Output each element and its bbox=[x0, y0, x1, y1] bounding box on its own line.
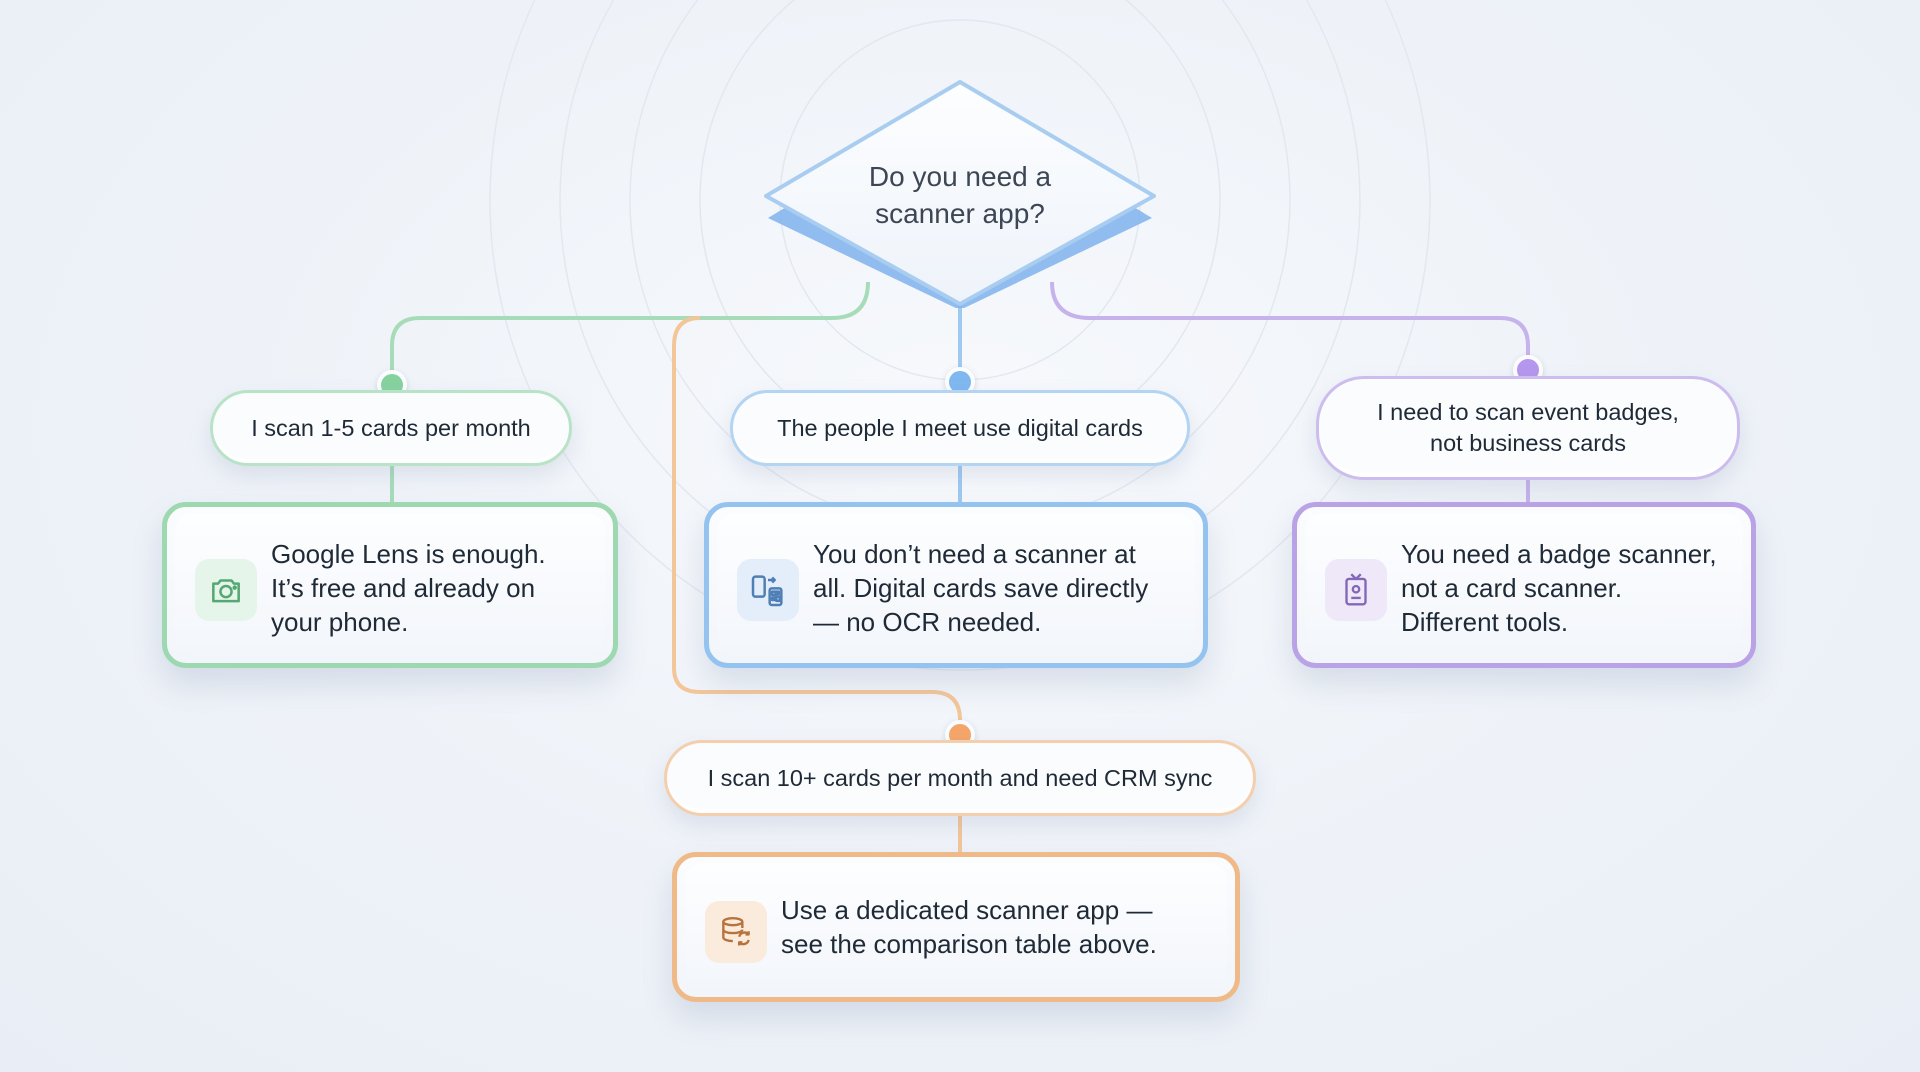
connector-purple bbox=[1050, 281, 1530, 372]
result-card-dedicated-app: Use a dedicated scanner app — see the co… bbox=[672, 852, 1240, 1002]
condition-pill-low-volume: I scan 1-5 cards per month bbox=[210, 390, 572, 466]
result-card-google-lens: Google Lens is enough. It’s free and alr… bbox=[162, 502, 618, 668]
condition-pill-digital-cards: The people I meet use digital cards bbox=[730, 390, 1190, 466]
result-text: You don’t need a scanner at all. Digital… bbox=[813, 539, 1149, 637]
decision-diamond-shape bbox=[764, 80, 1156, 310]
result-card-badge-scanner: You need a badge scanner, not a card sca… bbox=[1292, 502, 1756, 668]
result-text: Use a dedicated scanner app — see the co… bbox=[781, 895, 1157, 959]
connector-orange bbox=[672, 316, 962, 735]
result-card-digital: You don’t need a scanner at all. Digital… bbox=[704, 502, 1208, 668]
result-text: Google Lens is enough. It’s free and alr… bbox=[271, 539, 546, 637]
decision-question: Do you need a scanner app? bbox=[868, 161, 1052, 229]
id-badge-icon bbox=[1325, 559, 1387, 621]
condition-label: I scan 1-5 cards per month bbox=[251, 414, 531, 441]
camera-icon bbox=[195, 559, 257, 621]
condition-label: I need to scan event badges, not busines… bbox=[1377, 399, 1679, 456]
phone-transfer-qr-icon bbox=[737, 559, 799, 621]
condition-label: I scan 10+ cards per month and need CRM … bbox=[707, 764, 1213, 791]
database-sync-icon bbox=[705, 901, 767, 963]
connector-green bbox=[390, 281, 870, 385]
condition-pill-event-badges: I need to scan event badges, not busines… bbox=[1316, 376, 1740, 480]
result-text: You need a badge scanner, not a card sca… bbox=[1401, 539, 1717, 637]
condition-label: The people I meet use digital cards bbox=[777, 414, 1143, 441]
decision-node: Do you need a scanner app? bbox=[760, 78, 1160, 310]
condition-pill-high-volume: I scan 10+ cards per month and need CRM … bbox=[664, 740, 1256, 816]
